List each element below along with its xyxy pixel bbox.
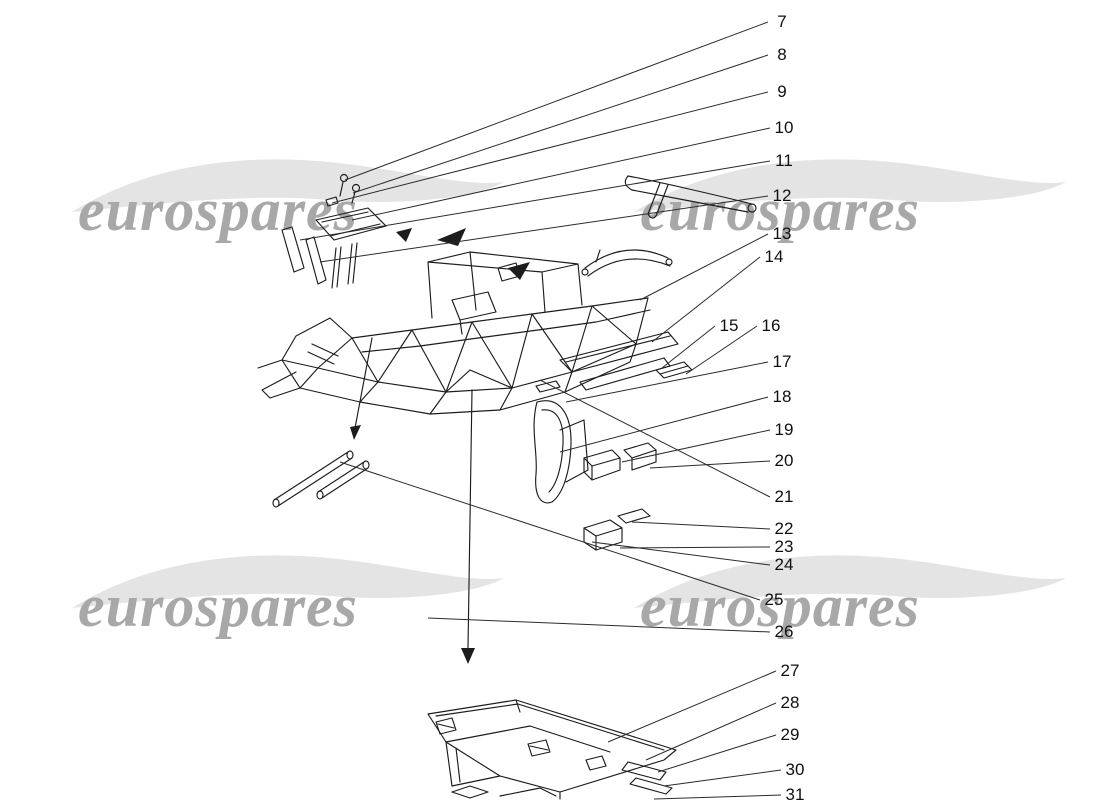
- sill-strips: [535, 331, 693, 393]
- leader-line-22: [631, 521, 771, 530]
- leader-line-25: [339, 461, 761, 601]
- leader-line-12: [319, 195, 769, 263]
- leader-line-16: [685, 325, 758, 375]
- leader-line-9: [331, 91, 769, 204]
- leader-line-30: [663, 769, 782, 787]
- leader-line-18: [559, 396, 769, 453]
- leader-line-27: [607, 670, 777, 743]
- leader-line-7: [344, 21, 769, 181]
- bracket-boxes: [583, 442, 657, 551]
- leader-line-28: [645, 702, 777, 761]
- leader-line-26: [427, 617, 771, 633]
- leader-line-10: [351, 127, 771, 221]
- leader-line-20: [649, 460, 771, 469]
- rear-hoop-part: [581, 249, 673, 277]
- leader-line-29: [657, 734, 777, 773]
- main-frame: [257, 251, 651, 415]
- leader-line-31: [653, 794, 782, 800]
- leader-line-13: [639, 233, 769, 301]
- leader-line-15: [661, 325, 716, 369]
- leader-line-11: [299, 160, 771, 241]
- leader-line-23: [619, 546, 771, 549]
- leader-line-21: [539, 379, 771, 498]
- leader-line-17: [565, 361, 769, 403]
- leader-line-14: [651, 256, 761, 343]
- floor-panel-assembly: [427, 699, 677, 800]
- jack-tubes: [272, 450, 370, 508]
- leader-line-19: [621, 429, 771, 463]
